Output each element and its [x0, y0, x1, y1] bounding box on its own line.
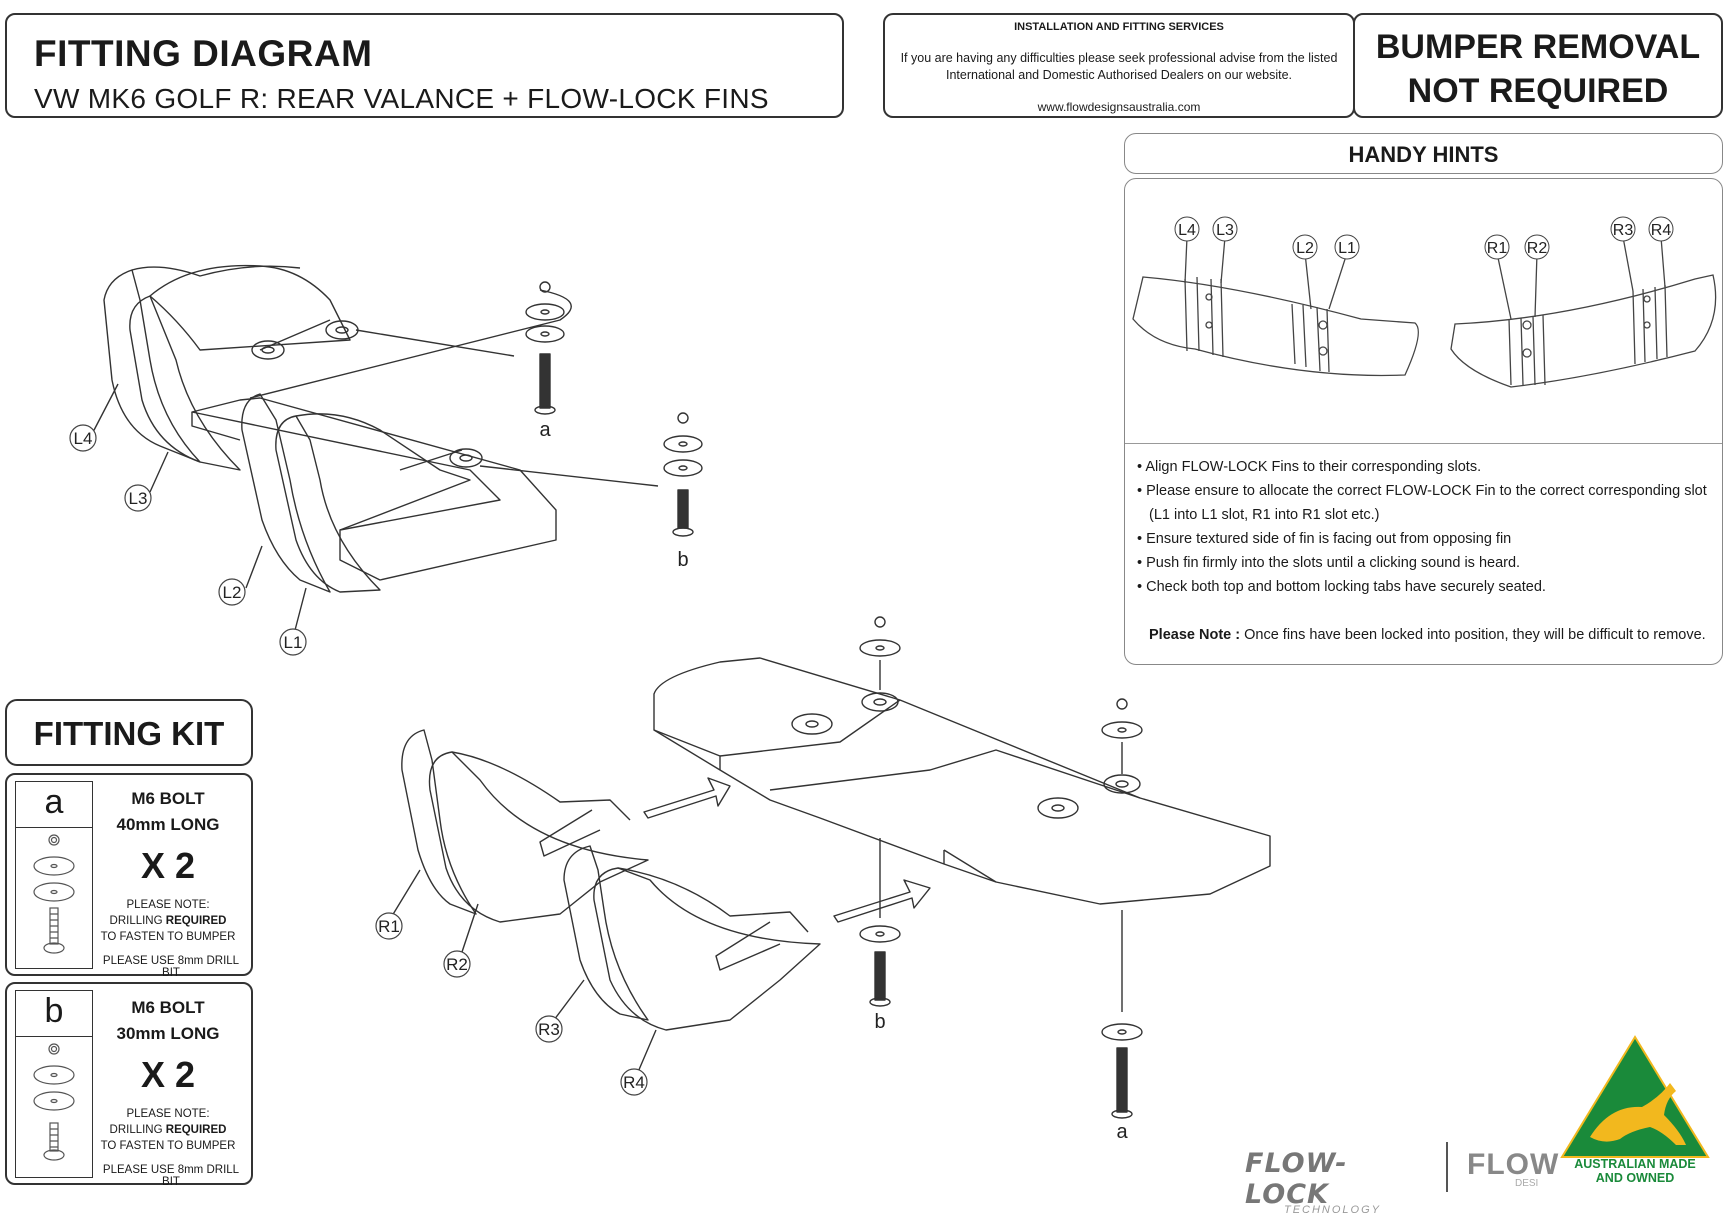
fin-label: L4	[74, 429, 93, 448]
kangaroo-triangle-icon	[1560, 1035, 1710, 1158]
fin-label: R4	[623, 1073, 645, 1092]
kit-item-name: M6 BOLT	[131, 789, 205, 808]
installation-text-2: International and Domestic Authorised De…	[945, 68, 1293, 82]
flow-designs-logo: FLOW DESI	[1467, 1148, 1567, 1189]
fin-label: L1	[284, 633, 303, 652]
kit-item-length: 30mm LONG	[116, 1024, 220, 1043]
fin-label: R1	[378, 917, 400, 936]
hint-slot-label: L1	[1338, 240, 1356, 257]
fin-label: R2	[446, 955, 468, 974]
kit-item-length: 40mm LONG	[116, 815, 220, 834]
fin-label: L2	[223, 583, 242, 602]
handy-hints-title: HANDY HINTS	[1348, 142, 1499, 167]
kit-item-note: PLEASE NOTE: DRILLING REQUIRED TO FASTEN…	[100, 1108, 236, 1152]
installation-title: INSTALLATION AND FITTING SERVICES	[1014, 21, 1224, 33]
kit-item-b-letter-box: b	[15, 990, 93, 1178]
fin-r4	[593, 867, 821, 1031]
kit-item-drill: PLEASE USE 8mm DRILL BIT	[102, 955, 240, 979]
australian-made-logo: AUSTRALIAN MADE AND OWNED	[1560, 1035, 1710, 1195]
hint-item: • Check both top and bottom locking tabs…	[1137, 579, 1546, 595]
fitting-kit-title: FITTING KIT	[33, 715, 225, 752]
bumper-line-1: BUMPER REMOVAL	[1375, 28, 1701, 66]
bolt-icon	[33, 834, 75, 954]
australian-made-text-2: AND OWNED	[1595, 1171, 1675, 1185]
hints-divider	[1125, 443, 1722, 444]
hint-slot-label: R4	[1651, 222, 1672, 239]
kit-item-qty: X 2	[140, 1054, 196, 1095]
logo-divider	[1446, 1142, 1448, 1192]
flow-logo-sub: DESI	[1515, 1178, 1539, 1189]
hint-item: • Push fin firmly into the slots until a…	[1137, 555, 1521, 571]
fitting-kit-title-box: FITTING KIT	[5, 699, 253, 766]
fin-r1	[401, 729, 477, 915]
fin-r2	[428, 751, 649, 923]
bumper-line-2: NOT REQUIRED	[1407, 72, 1669, 110]
bolt-label-a: a	[1116, 1121, 1128, 1143]
hint-note: Please Note : Once fins have been locked…	[1149, 627, 1706, 643]
hint-slot-label: L3	[1216, 222, 1234, 239]
kit-item-drill: PLEASE USE 8mm DRILL BIT	[102, 1164, 240, 1188]
hint-item: • Align FLOW-LOCK Fins to their correspo…	[1137, 459, 1482, 475]
kit-item-qty: X 2	[140, 845, 196, 886]
bolt-icon	[33, 1043, 75, 1161]
header-box: FITTING DIAGRAM VW MK6 GOLF R: REAR VALA…	[5, 13, 844, 118]
installation-box: INSTALLATION AND FITTING SERVICES If you…	[883, 13, 1355, 118]
flowlock-logo-text: FLOW-LOCK	[1245, 1148, 1348, 1210]
kit-letter: a	[16, 782, 92, 828]
hint-item: (L1 into L1 slot, R1 into R1 slot etc.)	[1149, 507, 1380, 523]
hint-item: • Ensure textured side of fin is facing …	[1137, 531, 1512, 547]
hint-slot-label: L4	[1178, 222, 1196, 239]
website-link[interactable]: www.flowdesignsaustralia.com	[1037, 100, 1201, 114]
installation-text-1: If you are having any difficulties pleas…	[900, 51, 1338, 65]
kit-item-a: a M6 BOLT 40mm LONG X 2 PLEASE NOTE: DRI…	[5, 773, 253, 979]
fin-r3	[563, 845, 649, 1021]
hint-slot-label: R1	[1487, 240, 1508, 257]
hints-valance-illustration: L4 L3 L2 L1 R1 R2 R3 R4	[1132, 216, 1717, 388]
page-title: FITTING DIAGRAM	[34, 33, 373, 74]
bumper-box: BUMPER REMOVAL NOT REQUIRED	[1353, 13, 1723, 118]
bolt-label-a: a	[539, 419, 551, 441]
hint-slot-label: R2	[1527, 240, 1548, 257]
kit-letter: b	[16, 991, 92, 1037]
kit-item-a-letter-box: a	[15, 781, 93, 969]
kit-item-note: PLEASE NOTE: DRILLING REQUIRED TO FASTEN…	[100, 899, 236, 943]
bolt-label-b: b	[677, 549, 688, 571]
flowlock-logo: FLOW-LOCK TECHNOLOGY	[1245, 1148, 1420, 1216]
hint-item: • Please ensure to allocate the correct …	[1137, 483, 1707, 499]
fin-l3	[129, 295, 241, 471]
flow-logo-text: FLOW	[1467, 1148, 1560, 1181]
hint-slot-label: L2	[1296, 240, 1314, 257]
handy-hints-box: L4 L3 L2 L1 R1 R2 R3 R4 • Align FLOW-LOC…	[1124, 178, 1723, 665]
hints-list: • Align FLOW-LOCK Fins to their correspo…	[1137, 455, 1717, 647]
kit-item-b: b M6 BOLT 30mm LONG X 2 PLEASE NOTE: DRI…	[5, 982, 253, 1188]
handy-hints-title-box: HANDY HINTS	[1124, 133, 1723, 174]
hint-slot-label: R3	[1613, 222, 1634, 239]
fin-label: L3	[129, 489, 148, 508]
fin-l1	[275, 415, 381, 593]
kit-item-name: M6 BOLT	[131, 998, 205, 1017]
page-subtitle: VW MK6 GOLF R: REAR VALANCE + FLOW-LOCK …	[34, 83, 769, 114]
bolt-label-b: b	[874, 1011, 885, 1033]
fin-l2	[241, 393, 331, 593]
fin-l4	[103, 269, 201, 463]
australian-made-text-1: AUSTRALIAN MADE	[1574, 1157, 1696, 1171]
fin-label: R3	[538, 1020, 560, 1039]
